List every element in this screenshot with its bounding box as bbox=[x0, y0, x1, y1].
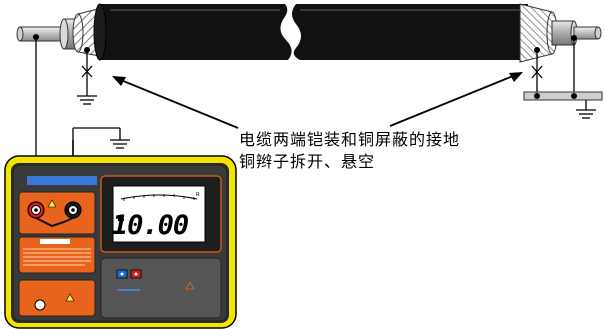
power-panel bbox=[18, 279, 96, 317]
cable-sheath-right bbox=[292, 4, 528, 60]
ground-busbar bbox=[523, 91, 603, 101]
cable-sheath-left bbox=[100, 4, 292, 60]
open-switch-icon bbox=[531, 65, 543, 79]
caption-line-2: 铜辫子拆开、悬空 bbox=[239, 152, 376, 171]
warning-icon bbox=[185, 281, 195, 290]
terminal-icon[interactable] bbox=[64, 201, 82, 219]
cable-core-right bbox=[573, 26, 599, 40]
control-panel bbox=[100, 257, 222, 319]
warning-label bbox=[18, 236, 96, 274]
warning-icon bbox=[47, 199, 57, 208]
ground-icon bbox=[576, 109, 596, 119]
terminal-icon[interactable] bbox=[27, 201, 45, 219]
power-button[interactable] bbox=[34, 299, 46, 311]
open-switch-icon bbox=[81, 65, 93, 78]
ground-icon bbox=[110, 139, 130, 149]
arrow-to-left-braid bbox=[115, 77, 239, 129]
cable bbox=[16, 3, 602, 63]
arrow-to-right-braid bbox=[389, 73, 519, 127]
warning-icon bbox=[65, 293, 75, 302]
lcd-reading: 10.00 bbox=[112, 210, 189, 241]
ground-icon bbox=[77, 95, 97, 105]
lcd-bargraph bbox=[120, 194, 198, 200]
right-wiring bbox=[523, 35, 603, 119]
callout-arrows bbox=[112, 72, 523, 129]
brand-strip bbox=[27, 176, 97, 185]
caption-line-1: 电缆两端铠装和铜屏蔽的接地 bbox=[239, 130, 461, 149]
lcd-small-label: R bbox=[196, 192, 200, 198]
insulation-tester: R 10.00 bbox=[4, 155, 237, 329]
